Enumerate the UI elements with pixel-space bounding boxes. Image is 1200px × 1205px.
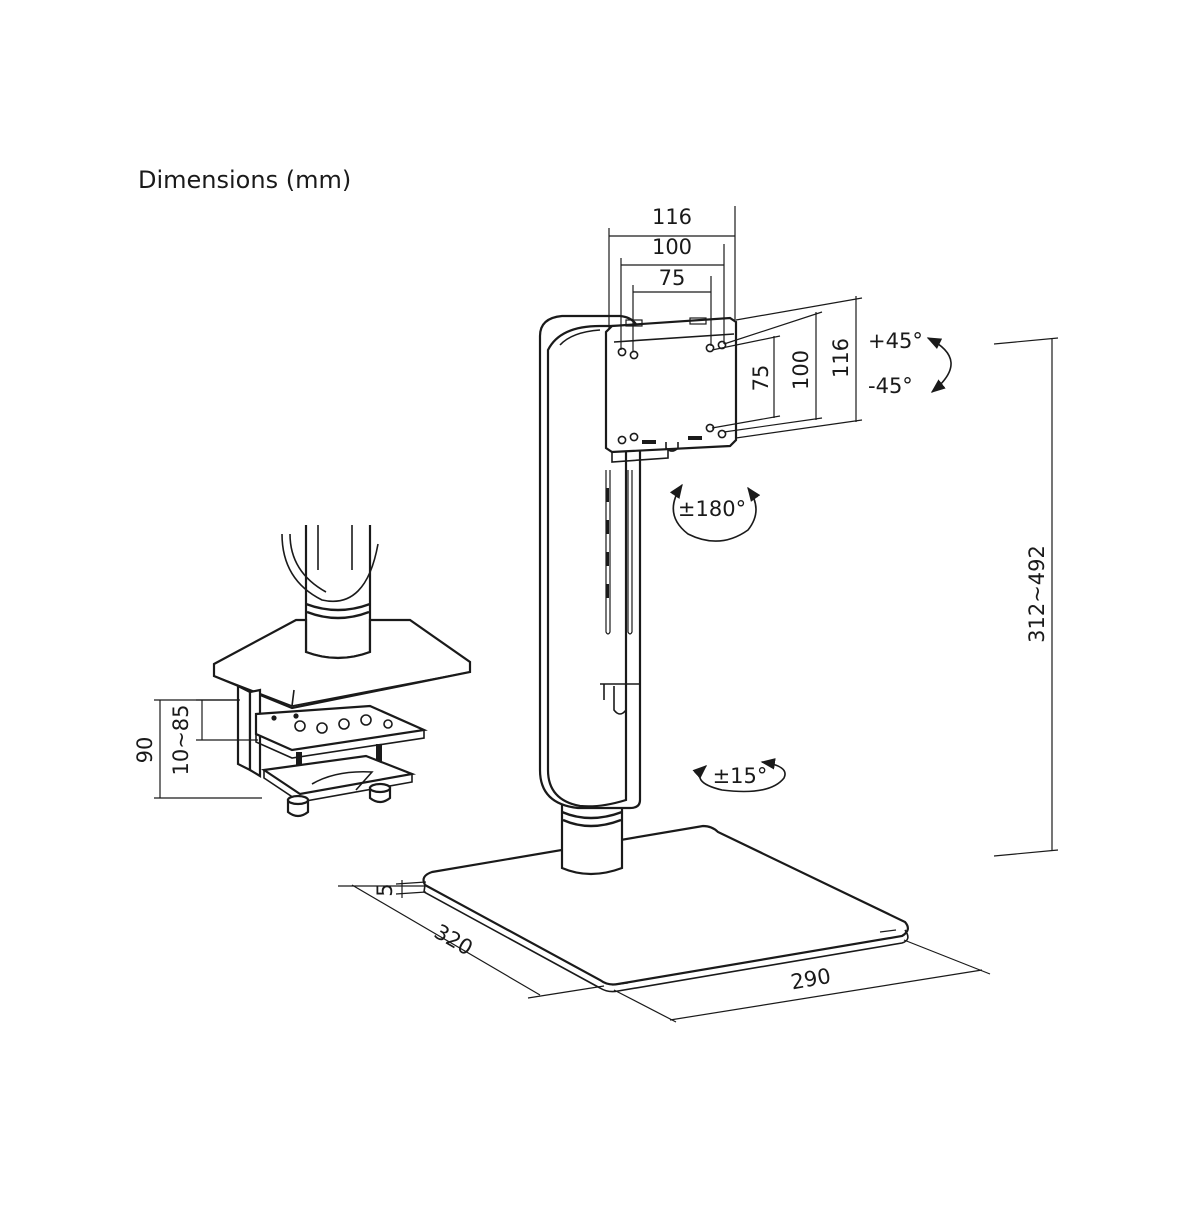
base-plate: [422, 824, 909, 993]
vesa-width-inner-label: 75: [659, 266, 686, 290]
diagram-title: Dimensions (mm): [138, 166, 351, 194]
base-width-label: 290: [789, 964, 833, 995]
swivel-indicator: ±15°: [692, 758, 786, 793]
vesa-height-inner-label: 75: [749, 365, 773, 392]
vesa-width-dimensions: 116 100 75: [608, 205, 736, 352]
desk-clamp: [212, 525, 472, 818]
vesa-width-outer-label: 116: [652, 205, 692, 229]
rotation-indicator: ±180°: [669, 483, 761, 542]
swivel-label: ±15°: [713, 764, 768, 788]
vesa-height-dimensions: 75 100 116: [711, 296, 863, 439]
clamp-dimensions: 90 10~85: [133, 699, 262, 799]
tilt-up-label: +45°: [868, 329, 923, 353]
vesa-height-mid-label: 100: [789, 350, 813, 390]
clamp-total-height-label: 90: [133, 737, 157, 764]
rotate-label: ±180°: [678, 497, 746, 521]
base-thickness-label: 5: [373, 883, 397, 896]
height-range-dimension: 312~492: [993, 337, 1059, 857]
vesa-width-mid-label: 100: [652, 235, 692, 259]
height-range-label: 312~492: [1025, 545, 1049, 643]
clamp-desk-range-label: 10~85: [169, 704, 193, 775]
tilt-indicator: +45° -45°: [868, 329, 952, 398]
tilt-down-label: -45°: [868, 374, 913, 398]
vesa-height-outer-label: 116: [829, 338, 853, 378]
vesa-plate: [604, 316, 738, 463]
